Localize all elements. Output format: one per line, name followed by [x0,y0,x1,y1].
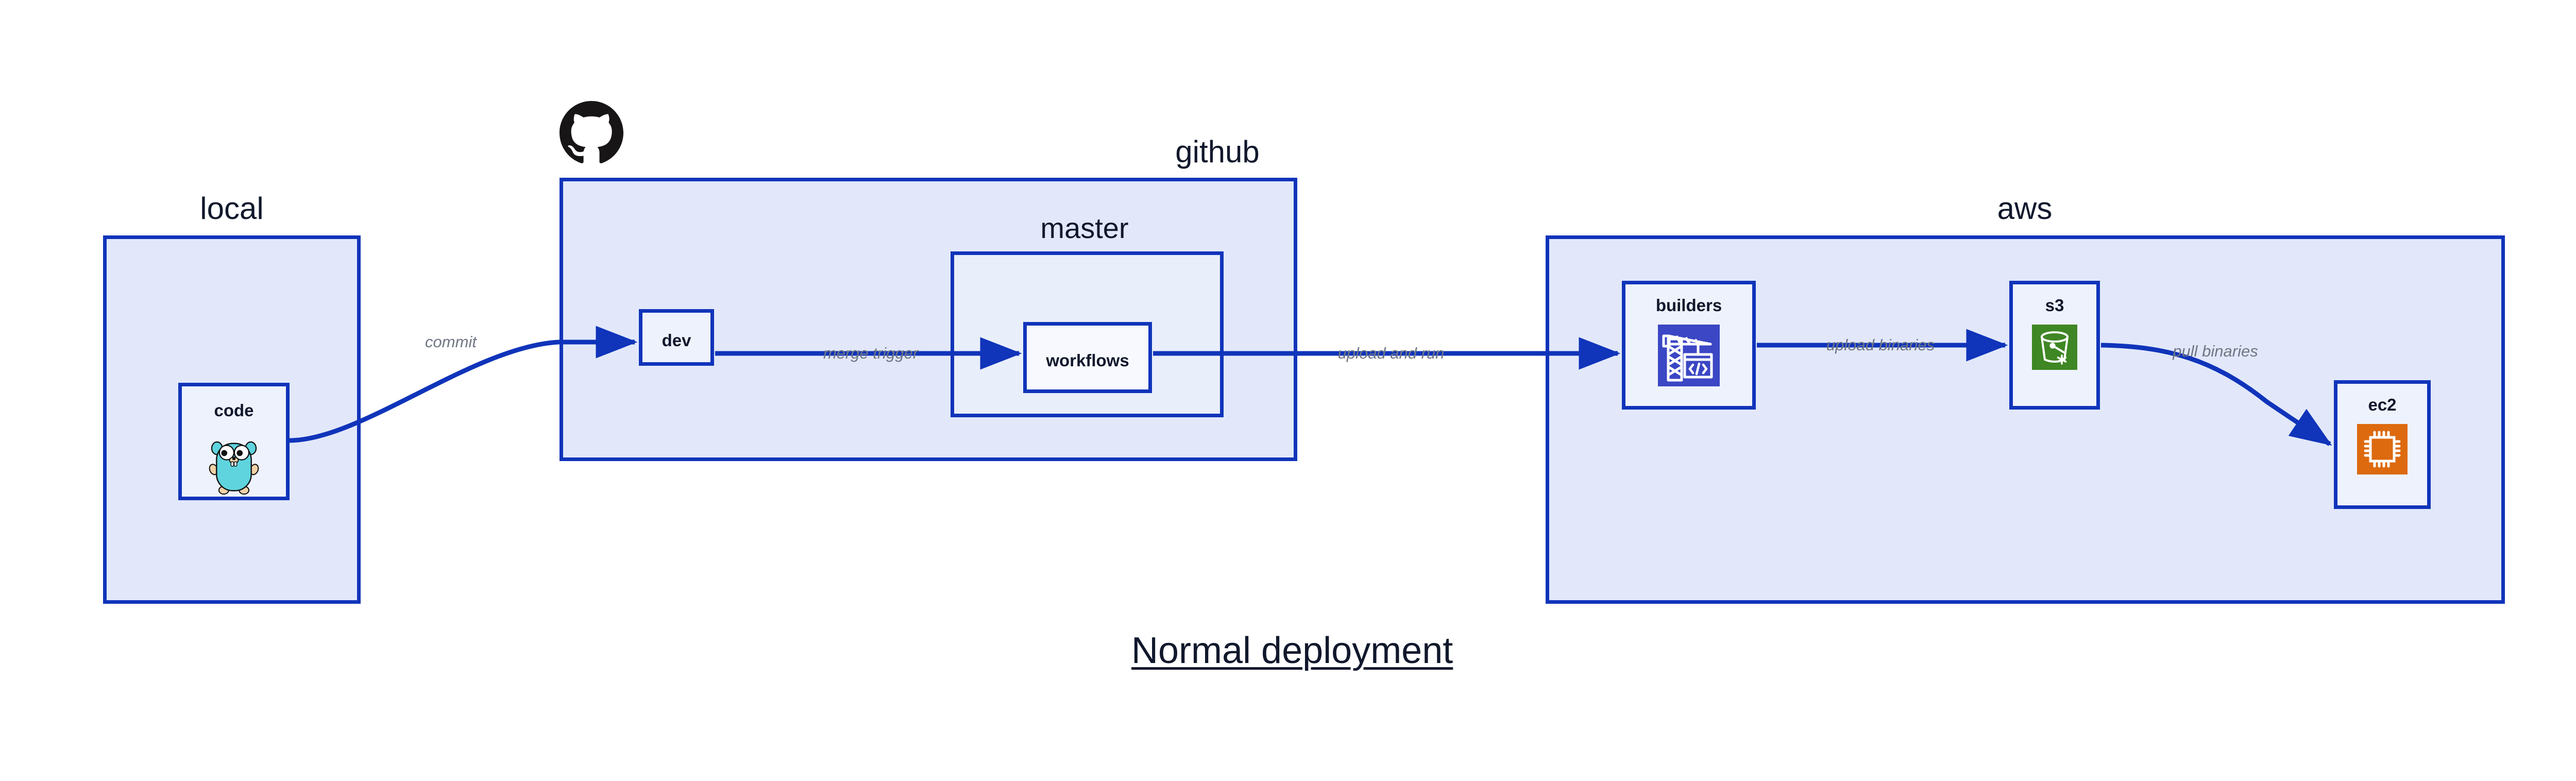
group-label-local: local [200,191,264,226]
crane-code-icon [1658,325,1720,386]
node-label-ec2: ec2 [2368,395,2397,414]
edge-label-upload-and-run: upload and run [1337,344,1445,362]
node-ec2[interactable]: ec2 [2334,380,2431,509]
edge-label-merge-trigger: merge trigger [823,344,919,362]
github-octocat-icon [560,101,623,165]
edge-label-commit: commit [425,333,477,351]
node-dev[interactable]: dev [639,309,714,366]
group-label-aws: aws [1997,191,2053,226]
go-gopher-icon [206,434,262,495]
edge-label-pull-binaries: pull binaries [2173,342,2258,360]
node-label-s3: s3 [2045,296,2064,315]
group-label-github: github [1175,134,1260,169]
page-title: Normal deployment [1131,630,1453,671]
edge-label-upload-binaries: upload binaries [1826,336,1935,354]
node-builders[interactable]: builders [1622,281,1756,410]
node-label-code: code [214,401,254,420]
subgroup-label-master: master [1040,212,1129,244]
node-label-workflows: workflows [1046,351,1129,370]
cpu-chip-icon [2357,424,2408,474]
s3-bucket-icon [2032,325,2077,370]
node-label-builders: builders [1655,296,1722,315]
node-code[interactable]: code [178,383,290,500]
node-s3[interactable]: s3 [2009,281,2100,410]
node-workflows[interactable]: workflows [1023,322,1152,393]
node-label-dev: dev [662,331,691,350]
